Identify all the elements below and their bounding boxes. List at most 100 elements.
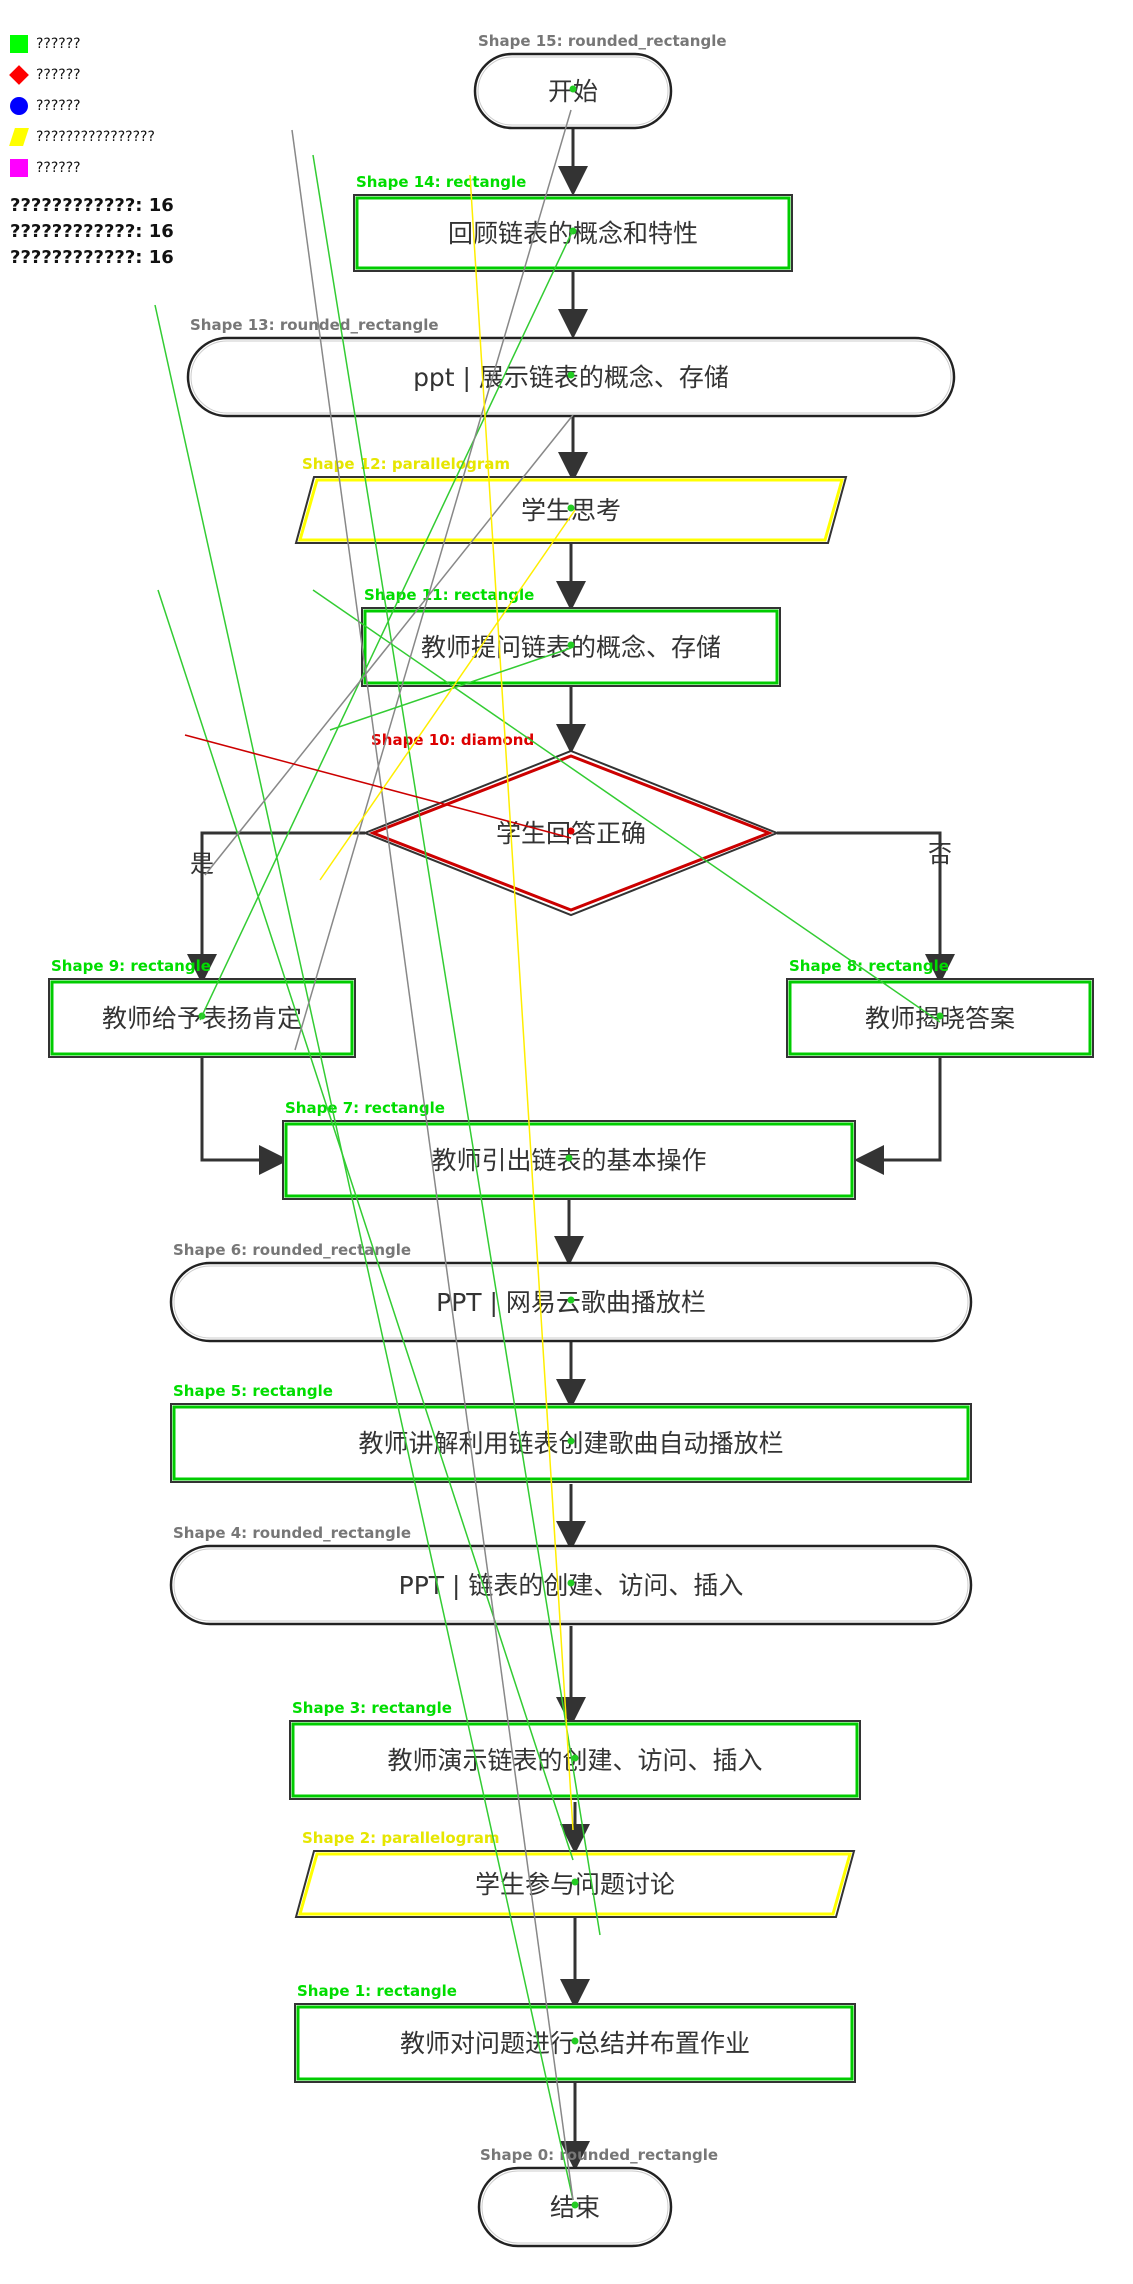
stat-label: ????????????:: [10, 247, 143, 268]
center-dot: [571, 2037, 579, 2045]
overlay-line: [199, 229, 574, 1021]
overlay-line: [204, 414, 574, 876]
shape-rectangle: 教师揭晓答案Shape 8: rectangle: [786, 957, 1094, 1058]
overlay-line: [469, 174, 574, 1831]
shape-tag: Shape 12: parallelogram: [302, 455, 510, 473]
overlay-line: [157, 589, 574, 1861]
green-square-icon: [10, 34, 28, 53]
branch-yes-label: 是: [190, 850, 214, 878]
rect-highlight: [296, 2005, 854, 2081]
legend-label: ??????: [36, 97, 81, 114]
arrow-decision-no: [777, 831, 955, 984]
center-dot: [567, 827, 575, 835]
stat-row: ????????????: 16: [10, 219, 174, 245]
legend-label: ??????: [36, 159, 81, 176]
shape-tag: Shape 15: rounded_rectangle: [478, 32, 727, 50]
overlay-line: [312, 154, 601, 1936]
rect-highlight: [363, 609, 779, 685]
center-dot: [567, 504, 575, 512]
overlay-line: [294, 109, 572, 1051]
parallelogram-highlight: [298, 1852, 852, 1916]
stat-value: 16: [148, 195, 174, 216]
connectors: [187, 128, 955, 2171]
shape-rounded-rectangle: 结束Shape 0: rounded_rectangle: [477, 2146, 718, 2248]
stat-row: ????????????: 16: [10, 245, 174, 271]
shape-tag: Shape 7: rectangle: [285, 1099, 445, 1117]
shape-tag: Shape 3: rectangle: [292, 1699, 452, 1717]
overlay-line: [291, 129, 574, 2201]
rounded-rect-inner: [481, 2170, 669, 2244]
shape-rectangle: 教师对问题进行总结并布置作业Shape 1: rectangle: [294, 1982, 856, 2083]
legend-item: ??????: [9, 59, 174, 90]
overlay-lines: [154, 109, 941, 2201]
rounded-rect-inner: [173, 1548, 969, 1622]
stat-value: 16: [148, 221, 174, 242]
center-dot: [567, 1296, 575, 1304]
legend-item: ??????: [10, 90, 174, 121]
rounded-rect-inner: [190, 340, 952, 414]
rect-highlight: [788, 980, 1092, 1056]
shape-tag: Shape 6: rounded_rectangle: [173, 1241, 411, 1259]
overlay-line: [154, 304, 574, 2201]
stat-label: ????????????:: [10, 221, 143, 242]
red-diamond-icon: [9, 64, 29, 85]
stat-row: ????????????: 16: [10, 193, 174, 219]
shape-rectangle: 回顾链表的概念和特性Shape 14: rectangle: [353, 173, 793, 272]
legend-label: ??????: [36, 66, 81, 83]
center-dot: [567, 641, 575, 649]
shape-tag: Shape 8: rectangle: [789, 957, 949, 975]
rect-highlight: [355, 196, 791, 270]
overlay-line: [329, 647, 572, 731]
shape-tag: Shape 1: rectangle: [297, 1982, 457, 2000]
stat-label: ????????????:: [10, 195, 143, 216]
rect-highlight: [172, 1405, 970, 1481]
branch-no-label: 否: [928, 840, 952, 868]
legend-label: ??????: [36, 35, 81, 52]
shape-rectangle: 教师引出链表的基本操作Shape 7: rectangle: [282, 1099, 856, 1200]
shape-tag: Shape 0: rounded_rectangle: [480, 2146, 718, 2164]
center-dot: [567, 1579, 575, 1587]
shape-rectangle: 教师给予表扬肯定Shape 9: rectangle: [48, 957, 356, 1058]
stat-value: 16: [148, 247, 174, 268]
rect-highlight: [291, 1722, 859, 1798]
diamond-highlight: [368, 754, 774, 912]
center-dot: [565, 1154, 573, 1162]
overlay-line: [184, 734, 572, 839]
shape-tag: Shape 14: rectangle: [356, 173, 526, 191]
arrow-reveal-to-op: [854, 1058, 942, 1175]
shape-rectangle: 教师讲解利用链表创建歌曲自动播放栏Shape 5: rectangle: [170, 1382, 972, 1483]
yellow-parallelogram-icon: [9, 127, 29, 146]
legend-label: ????????????????: [36, 128, 155, 145]
magenta-square-icon: [10, 158, 28, 177]
shape-parallelogram: 学生思考Shape 12: parallelogram: [294, 455, 848, 544]
shapes-layer: 开始Shape 15: rounded_rectangle 回顾链表的概念和特性S…: [48, 32, 1094, 2248]
center-dot: [571, 1754, 579, 1762]
center-dot: [571, 2201, 579, 2209]
rect-highlight: [284, 1122, 854, 1198]
legend-item: ????????????????: [9, 121, 174, 152]
legend-item: ??????: [10, 28, 174, 59]
shape-tag: Shape 11: rectangle: [364, 586, 534, 604]
blue-circle-icon: [10, 96, 28, 115]
arrow-decision-yes: [187, 831, 365, 984]
overlay-line: [319, 509, 576, 881]
overlay-line: [312, 589, 941, 1023]
rounded-rect-inner: [173, 1265, 969, 1339]
shape-rounded-rectangle: 开始Shape 15: rounded_rectangle: [473, 32, 727, 130]
center-dot: [567, 371, 575, 379]
legend: ?????? ?????? ?????? ???????????????? ??…: [9, 28, 174, 271]
parallelogram-highlight: [298, 478, 844, 542]
legend-stats: ????????????: 16 ????????????: 16 ??????…: [10, 193, 174, 271]
center-dot: [936, 1012, 944, 1020]
shape-tag: Shape 10: diamond: [371, 731, 534, 749]
shape-tag: Shape 4: rounded_rectangle: [173, 1524, 411, 1542]
shape-tag: Shape 5: rectangle: [173, 1382, 333, 1400]
shape-tag: Shape 9: rectangle: [51, 957, 211, 975]
legend-item: ??????: [10, 152, 174, 183]
